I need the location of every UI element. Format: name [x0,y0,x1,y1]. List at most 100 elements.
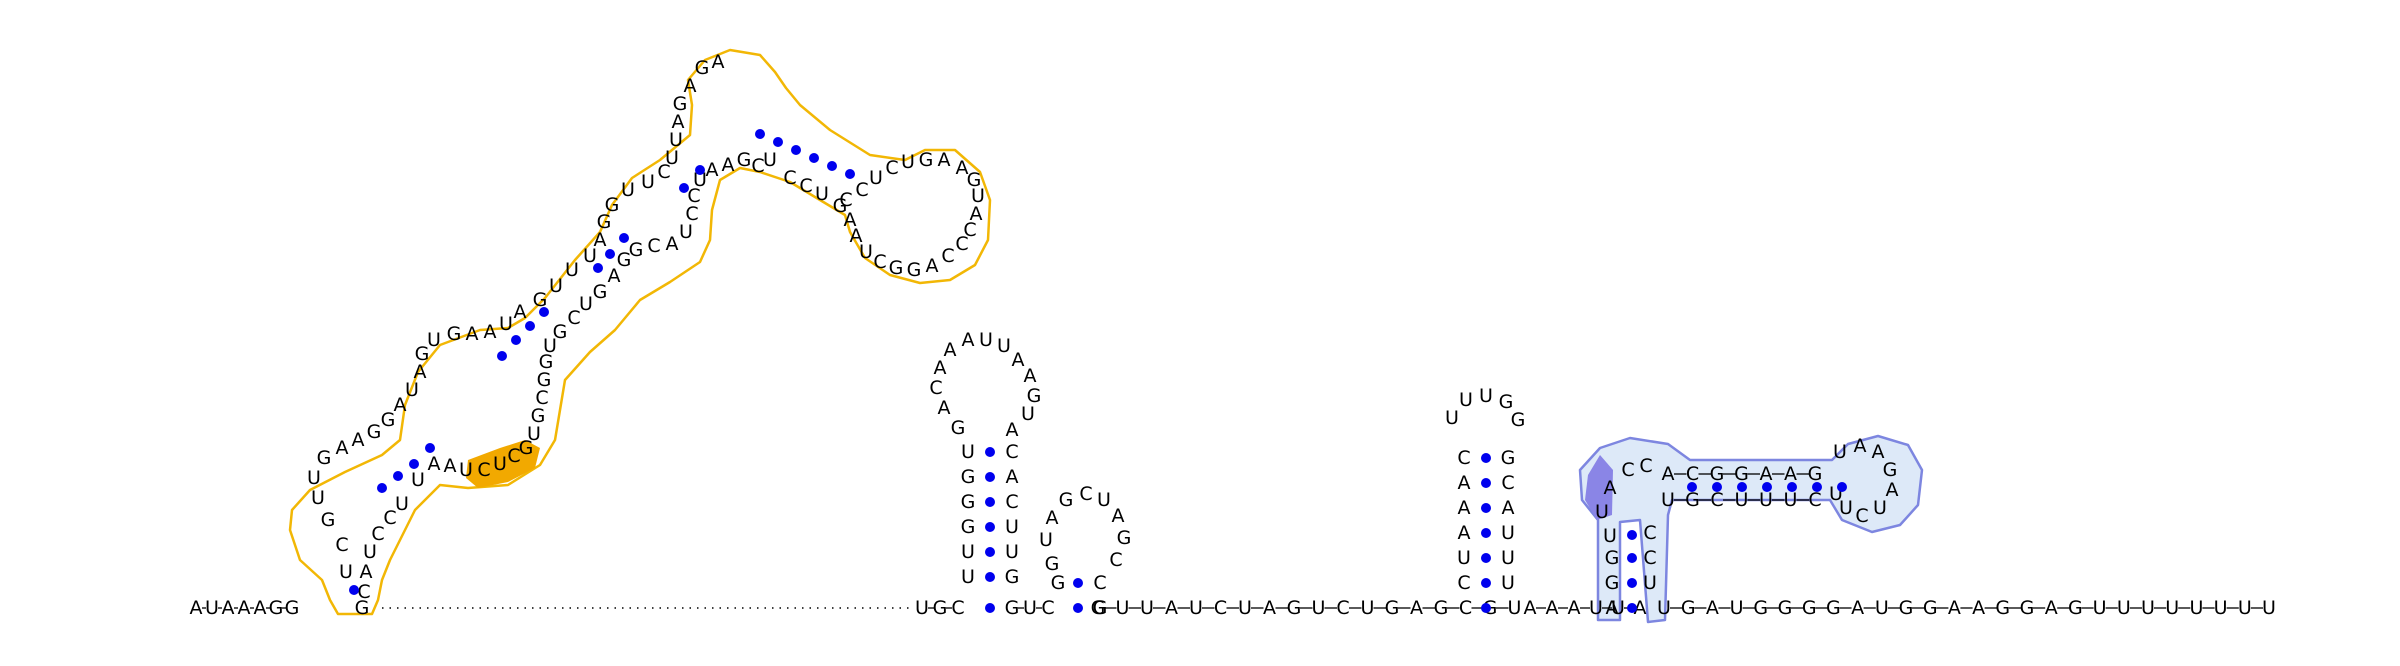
domain1-left-nucleotide: U [565,259,579,281]
domain1-right-nucleotide: C [647,235,660,257]
domain1-right-nucleotide: C [885,157,898,179]
tail-3prime-nucleotide: U [1875,597,1889,619]
hairpin4-right-nucleotide: G [1501,447,1516,469]
hairpin2-right-nucleotide: U [1005,516,1019,538]
hairpin4-left-nucleotide: U [1457,547,1471,569]
hairpin4-left-nucleotide: A [1458,522,1471,544]
pseudoknot-bottom-nucleotide: U [1759,489,1773,511]
hairpin2-left-nucleotide: G [961,491,976,513]
domain1-right-nucleotide: C [535,387,548,409]
domain1-left-nucleotide: G [317,447,332,469]
tail-5prime-nucleotide: A [254,597,267,619]
pseudoknot-right-nucleotide: C [1643,522,1656,544]
base-pair-dot [985,447,995,457]
hairpin2-loop-nucleotide: A [1024,365,1037,387]
domain1-left-nucleotide: G [605,194,620,216]
hairpin2-loop-nucleotide: U [997,335,1011,357]
pseudoknot-top-nucleotide: A [1760,463,1773,485]
pseudoknot-loop-nucleotide: C [1855,505,1868,527]
domain1-right-nucleotide: U [869,167,883,189]
pseudoknot-top-nucleotide: C [1686,463,1699,485]
pseudoknot-loop-nucleotide: A [1854,435,1867,457]
linker-nucleotide: U [1238,597,1252,619]
pseudoknot-left-nucleotide: G [1605,572,1620,594]
pseudoknot-bottom-nucleotide: C [1808,489,1821,511]
pseudoknot-loop-nucleotide: A [1872,441,1885,463]
pseudoknot-loop-nucleotide: U [1833,441,1847,463]
base-pair-dot [425,443,435,453]
domain1-right-nucleotide: C [751,155,764,177]
pseudoknot-left-nucleotide: U [1603,525,1617,547]
domain1-left-nucleotide: U [549,275,563,297]
domain1-right-nucleotide: C [687,185,700,207]
hairpin3-nucleotide: G [1059,489,1074,511]
domain1-left-nucleotide: G [447,323,462,345]
tail-3prime-nucleotide: A [1851,597,1864,619]
hairpin2-loop-nucleotide: U [1021,403,1035,425]
hairpin2-loop-nucleotide: U [979,329,993,351]
linker-nucleotide: C [951,597,964,619]
tail-3prime-nucleotide: U [2093,597,2107,619]
base-pair-dot [827,161,837,171]
tail-5prime-nucleotide: G [285,597,300,619]
hairpin3-nucleotide: G [1051,572,1066,594]
base-pair-dot [377,483,387,493]
domain1-left-nucleotide: U [307,467,321,489]
tail-3prime-nucleotide: U [2238,597,2252,619]
hairpin4-loop-nucleotide: G [1511,409,1526,431]
domain1-right-nucleotide: A [360,561,373,583]
linker-nucleotide: A [1263,597,1276,619]
domain1-right-nucleotide: C [371,523,384,545]
domain1-right-nucleotide: G [593,281,608,303]
pseudoknot-left-nucleotide: A [1606,597,1619,619]
base-pair-dot [1787,482,1797,492]
domain1-left-nucleotide: U [405,379,419,401]
domain1-right-nucleotide: U [543,335,557,357]
tail-3prime-nucleotide: G [1681,597,1696,619]
base-pair-dot [1627,603,1637,613]
tail-5prime-nucleotide: G [269,597,284,619]
pseudoknot-left-nucleotide: C [1639,455,1652,477]
domain1-right-nucleotide: G [737,149,752,171]
pseudoknot-loop-nucleotide: U [1873,497,1887,519]
domain1-left-nucleotide: U [641,171,655,193]
domain1-right-nucleotide: A [850,225,863,247]
base-pair-dot [1712,482,1722,492]
domain1-right-nucleotide: C [963,219,976,241]
tail-3prime-nucleotide: U [1730,597,1744,619]
hairpin3-nucleotide: U [1039,529,1053,551]
base-pair-dot [1481,603,1491,613]
domain1-left-nucleotide: U [339,561,353,583]
domain1-right-nucleotide: G [833,195,848,217]
hairpin4-right-nucleotide: A [1502,497,1515,519]
pseudoknot-top-nucleotide: G [1710,463,1725,485]
tail-3prime-nucleotide: U [2262,597,2276,619]
linker2-nucleotide: U [1611,597,1625,619]
hairpin2-loop-nucleotide: A [934,357,947,379]
base-pair-dot [695,165,705,175]
pseudoknot-right-nucleotide: U [1643,572,1657,594]
domain1-right-nucleotide: G [355,597,370,619]
domain1-right-nucleotide: U [971,185,985,207]
pseudoknot-bottom-nucleotide: U [1784,489,1798,511]
tail-3prime-nucleotide: G [1826,597,1841,619]
hairpin2-loop-nucleotide: A [938,397,951,419]
linker-nucleotide: G [1005,597,1020,619]
base-pair-dot [497,351,507,361]
linker-nucleotide: U [1312,597,1326,619]
domain1-right-nucleotide: U [815,183,829,205]
domain1-left-nucleotide: U [621,179,635,201]
domain1-left-nucleotide: A [484,321,497,343]
tail-3prime-nucleotide: U [2117,597,2131,619]
domain1-left-nucleotide: A [414,361,427,383]
base-pair-dot [985,547,995,557]
domain1-right-nucleotide: A [844,209,857,231]
domain1-left-nucleotide: A [514,301,527,323]
hairpin2-loop-nucleotide: G [951,417,966,439]
domain-highlight-blue [1578,434,1924,624]
domain1-left-nucleotide: G [533,289,548,311]
linker-nucleotide: C [1214,597,1227,619]
domain1-left-nucleotide: A [672,111,685,133]
